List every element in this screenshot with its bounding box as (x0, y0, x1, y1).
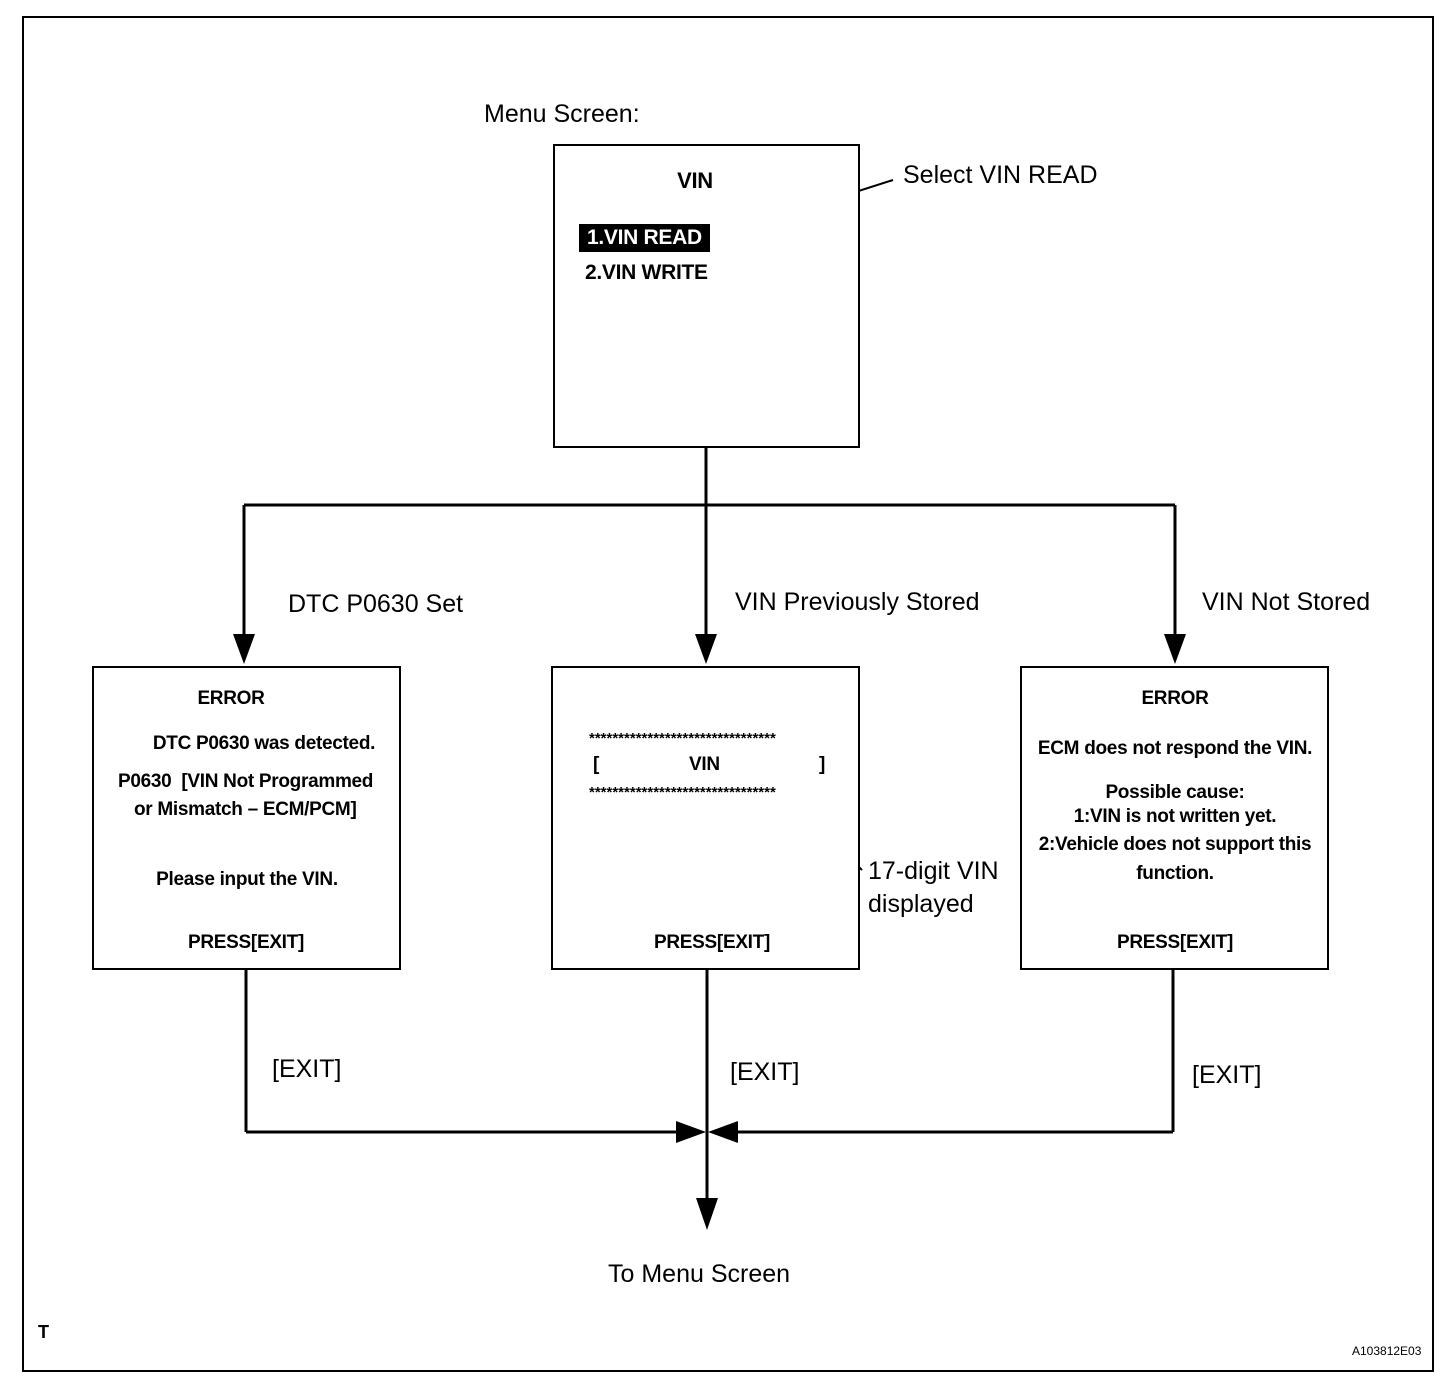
branch-label-stored: VIN Previously Stored (735, 588, 980, 616)
merge-arrowhead-right (708, 1121, 738, 1143)
error-screen-not-stored: ERROR ECM does not respond the VIN. Poss… (1020, 666, 1329, 970)
press-exit-text: PRESS[EXIT] (188, 932, 304, 953)
right-arrowhead (1164, 634, 1186, 664)
bracket-left: [ (593, 754, 600, 775)
left-arrowhead (233, 634, 255, 664)
input-vin-text: Please input the VIN. (156, 869, 338, 890)
dtc-mismatch-text: or Mismatch – ECM/PCM] (134, 799, 357, 820)
vin-value: VIN (689, 754, 720, 775)
possible-cause-text: Possible cause: (1105, 782, 1245, 803)
press-exit-text: PRESS[EXIT] (1117, 932, 1233, 953)
menu-title: VIN (677, 168, 713, 193)
exit-label-right: [EXIT] (1192, 1061, 1262, 1089)
bracket-right: ] (819, 754, 826, 775)
error-screen-dtc: ERROR DTC P0630 was detected. P0630 [VIN… (92, 666, 401, 970)
menu-screen: VIN 1.VIN READ 2.VIN WRITE (553, 144, 860, 448)
merge-arrowhead-left (676, 1121, 706, 1143)
cause-2-text: 2:Vehicle does not support this (1038, 834, 1312, 855)
branch-label-dtc: DTC P0630 Set (288, 590, 464, 618)
corner-mark: T (38, 1322, 49, 1342)
branch-label-not-stored: VIN Not Stored (1202, 588, 1371, 616)
diagram-frame (22, 16, 1434, 1372)
stars-top: ******************************** (589, 730, 776, 747)
menu-item-vin-read[interactable]: 1.VIN READ (579, 224, 710, 252)
cause-2-cont-text: function. (1136, 863, 1214, 884)
error-title: ERROR (1141, 688, 1209, 709)
destination-label: To Menu Screen (608, 1260, 791, 1288)
error-title: ERROR (197, 688, 265, 709)
exit-label-left: [EXIT] (272, 1055, 342, 1083)
cause-1-text: 1:VIN is not written yet. (1073, 806, 1277, 827)
dtc-detected-text: DTC P0630 was detected. (152, 733, 376, 754)
select-callout-label: Select VIN READ (903, 161, 1098, 189)
menu-item-vin-write[interactable]: 2.VIN WRITE (585, 261, 708, 284)
vin-callout-line2: displayed (868, 890, 974, 918)
stars-bottom: ******************************** (589, 784, 776, 801)
middle-arrowhead (695, 634, 717, 664)
press-exit-text: PRESS[EXIT] (654, 932, 770, 953)
exit-label-middle: [EXIT] (730, 1058, 800, 1086)
no-response-text: ECM does not respond the VIN. (1037, 738, 1313, 759)
figure-code: A103812E03 (1352, 1344, 1422, 1358)
down-arrowhead (696, 1198, 718, 1230)
vin-display-screen: ******************************** [ VIN ]… (551, 666, 860, 970)
dtc-code-text: P0630 [VIN Not Programmed (118, 771, 374, 792)
vin-callout-line1: 17-digit VIN (868, 857, 999, 885)
menu-caption: Menu Screen: (484, 100, 640, 128)
